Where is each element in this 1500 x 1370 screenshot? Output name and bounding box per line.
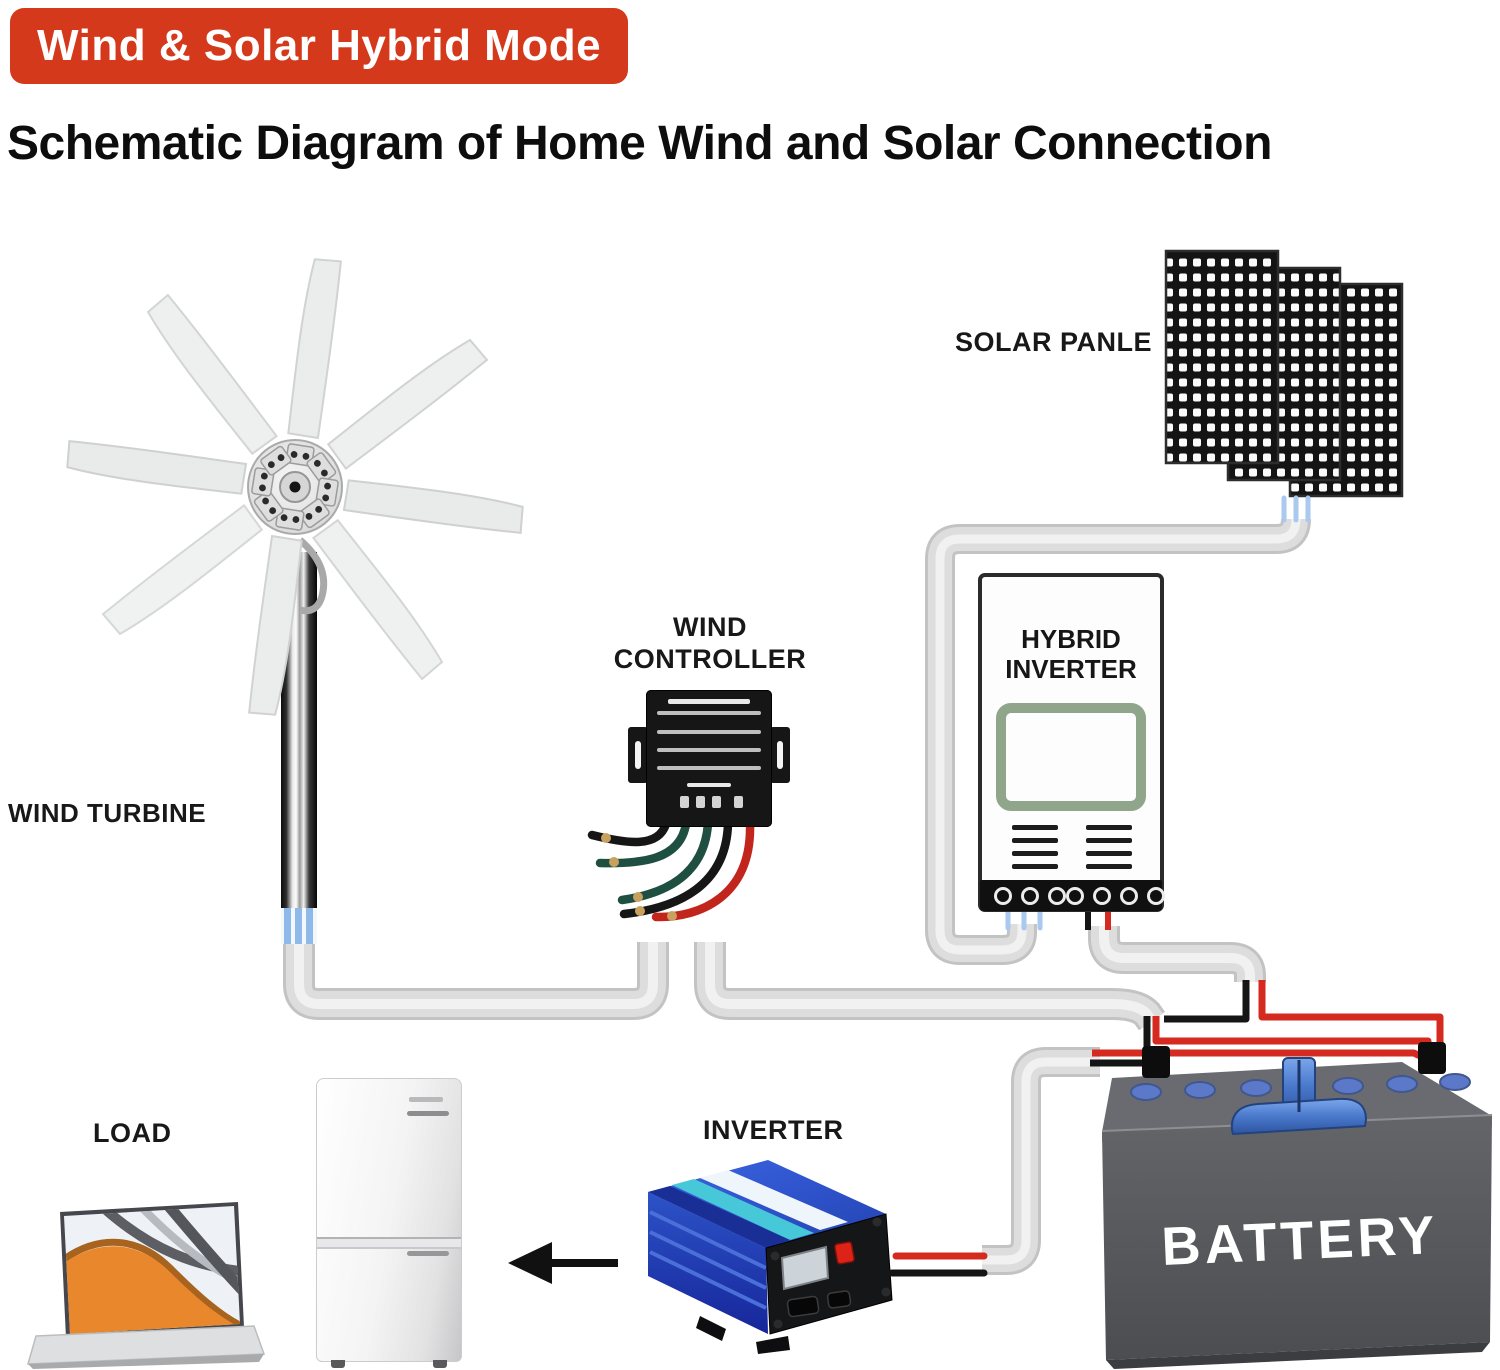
mount-slot	[777, 741, 783, 769]
wind-turbine-graphic	[66, 258, 524, 944]
hybrid-inverter-box: HYBRID INVERTER	[978, 573, 1165, 912]
controller-wires	[587, 819, 755, 922]
hybrid-terminal-strip	[980, 880, 1165, 911]
inverter-graphic	[648, 1160, 893, 1354]
battery-graphic	[1102, 1057, 1492, 1369]
hybrid-vent-left	[1012, 825, 1058, 877]
fridge-graphic	[316, 1078, 462, 1368]
tube-turbine-to-controller	[283, 940, 669, 1020]
fridge-foot	[331, 1360, 345, 1368]
terminal-group-left	[994, 886, 1066, 905]
controller-mount-ear-right	[770, 727, 790, 783]
fridge-handle-top	[407, 1111, 449, 1116]
battery-caps	[1130, 1073, 1471, 1101]
controller-spec-line	[687, 783, 731, 787]
terminal-ring	[1093, 886, 1111, 905]
hybrid-vent-right	[1086, 825, 1132, 877]
mode-banner: Wind & Solar Hybrid Mode	[10, 8, 629, 84]
tube-hybrid-to-battery	[1088, 922, 1266, 992]
conduit-tubes	[283, 518, 1311, 1275]
inverter-lcd	[780, 1245, 830, 1291]
load-label: LOAD	[93, 1118, 172, 1148]
wind-turbine-label: WIND TURBINE	[8, 798, 207, 828]
turbine-hub-clamps	[251, 443, 339, 531]
terminal-ring	[1048, 886, 1066, 905]
inverter-label: INVERTER	[703, 1115, 844, 1145]
controller-pin-mark	[734, 796, 743, 808]
terminal-ring	[1147, 886, 1165, 905]
arrow-left-icon	[508, 1242, 618, 1284]
terminal-ring	[1120, 886, 1138, 905]
tube-controller-to-battery	[694, 942, 1166, 1031]
page-title: Schematic Diagram of Home Wind and Solar…	[7, 117, 1272, 170]
controller-spec-line	[657, 748, 761, 752]
hybrid-inverter-label: HYBRID INVERTER	[1005, 624, 1137, 684]
hybrid-inverter-screen	[996, 703, 1146, 811]
terminal-ring	[994, 886, 1012, 905]
solar-connector-wires	[1281, 495, 1311, 523]
wind-controller-box	[646, 690, 772, 827]
battery-terminal-negative	[1142, 1046, 1170, 1078]
pole-blue-coupler	[281, 908, 317, 944]
turbine-blades	[66, 258, 524, 716]
turbine-tail-hook	[297, 537, 328, 615]
controller-mount-ear-left	[628, 727, 648, 783]
controller-spec-line	[657, 766, 761, 770]
solar-panel-label: SOLAR PANLE	[955, 327, 1153, 357]
tube-solar-to-hybrid	[925, 518, 1311, 965]
controller-pin-mark	[680, 796, 689, 808]
fridge-handle-bottom	[407, 1251, 449, 1256]
wire-ferrules	[601, 833, 677, 921]
laptop-graphic	[26, 1202, 266, 1369]
inverter-outlet-2	[826, 1290, 852, 1309]
solar-panel-1	[1164, 249, 1280, 465]
fridge-foot	[433, 1360, 447, 1368]
fridge-brand-mark	[409, 1097, 443, 1102]
wind-controller-label: WIND CONTROLLER	[613, 612, 807, 674]
battery-label: BATTERY	[1160, 1204, 1440, 1278]
terminal-ring	[1021, 886, 1039, 905]
controller-pin-mark	[696, 796, 705, 808]
inverter-power-button	[834, 1241, 855, 1265]
battery-handle	[1230, 1057, 1368, 1136]
battery-terminal-positive	[1418, 1042, 1446, 1074]
controller-spec-line	[657, 711, 761, 715]
tube-battery-to-inverter	[982, 1047, 1100, 1275]
battery-wires	[1090, 980, 1446, 1078]
solar-panel-array	[1164, 249, 1404, 523]
controller-spec-line	[668, 699, 750, 704]
terminal-ring	[1066, 886, 1084, 905]
controller-spec-line	[657, 730, 761, 734]
fridge-door-divider	[317, 1237, 461, 1249]
mount-slot	[635, 741, 641, 769]
controller-pin-mark	[712, 796, 721, 808]
inverter-outlet	[786, 1295, 820, 1318]
inverter-wires	[888, 1252, 988, 1277]
terminal-group-right	[1066, 886, 1165, 905]
